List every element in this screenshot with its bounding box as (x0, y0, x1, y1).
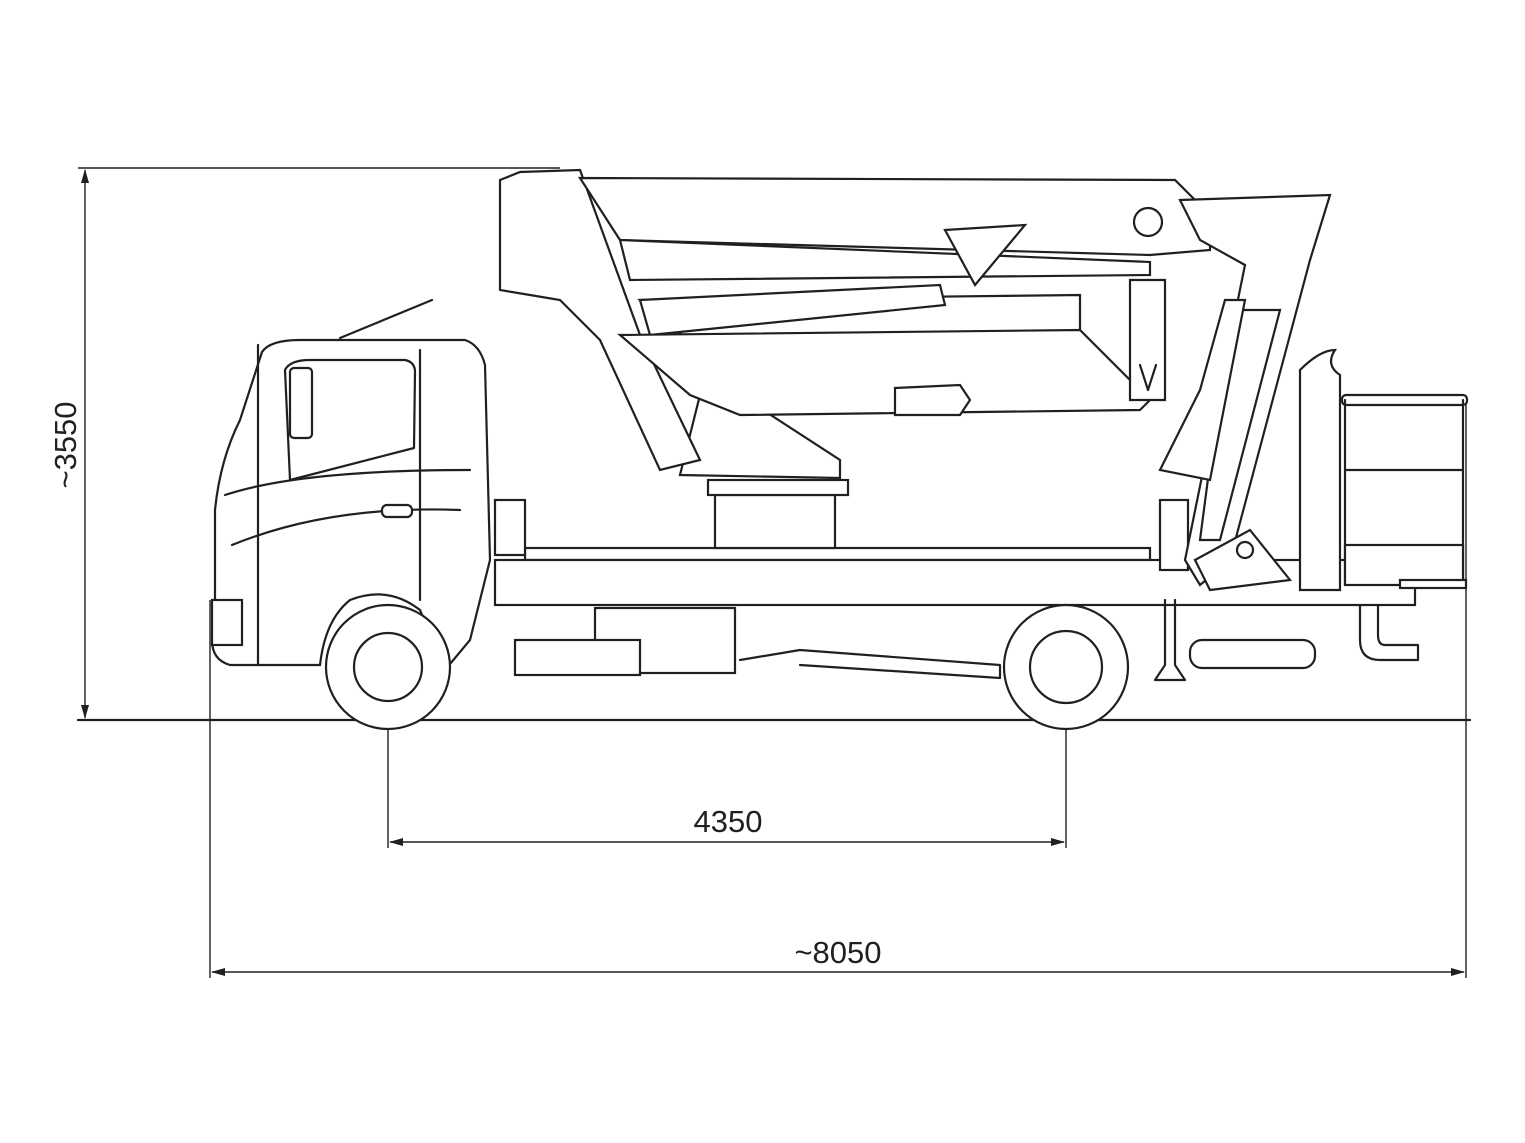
length-dimension-label: ~8050 (794, 935, 881, 970)
truck-cab (210, 298, 492, 673)
height-dimension-label: ~3550 (48, 401, 83, 488)
truck-chassis (493, 498, 1420, 682)
wheelbase-dimension: 4350 (387, 672, 1067, 848)
turret (678, 393, 850, 550)
work-basket (1298, 348, 1469, 592)
wheelbase-dimension-label: 4350 (694, 804, 763, 839)
height-dimension: ~3550 (48, 167, 560, 719)
boom-assembly (498, 168, 1332, 592)
rear-wheel (1002, 603, 1130, 731)
length-dimension: ~8050 (209, 398, 1467, 978)
front-wheel (324, 603, 452, 731)
